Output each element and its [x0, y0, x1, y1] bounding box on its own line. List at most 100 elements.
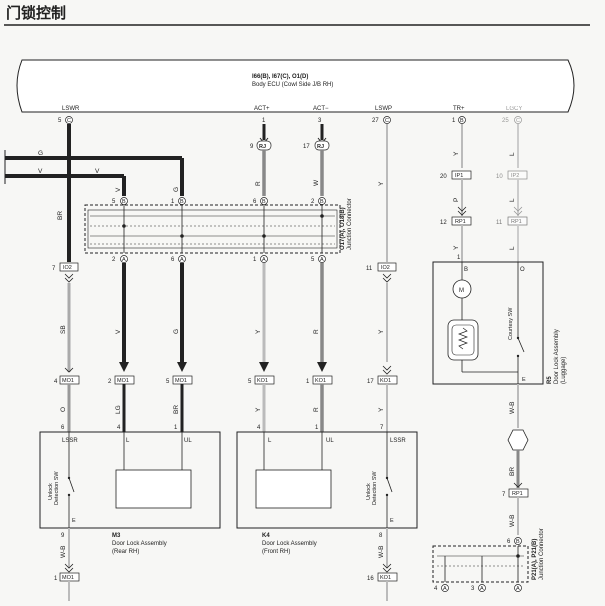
rj-tag-9: 9 RJ [250, 140, 272, 151]
svg-text:KO1: KO1 [380, 378, 391, 384]
ecu-pin-lswp: LSWP 27 C [372, 106, 392, 124]
svg-text:7: 7 [52, 266, 56, 272]
io2-tag-11: 11 IO2 [366, 262, 397, 283]
page-title: 门锁控制 [6, 4, 66, 22]
wire-color-sb: SB [60, 325, 67, 334]
svg-text:RJ: RJ [259, 144, 266, 150]
r5-splice [507, 429, 529, 451]
jc-top-label2: Junction Connector [347, 198, 353, 250]
wire-color-lg: LG [115, 405, 122, 414]
ecu-pin-trp: TR+ 1 B [452, 106, 466, 124]
mo1-tag-4: 4 MO1 [54, 375, 80, 385]
wire-color-l-mid: L [509, 198, 516, 202]
wire-color-v1: V [38, 168, 43, 175]
svg-text:E: E [522, 377, 526, 383]
svg-text:W-B: W-B [378, 545, 385, 558]
svg-text:1: 1 [315, 425, 319, 431]
wire-color-g-lower: G [173, 329, 180, 334]
svg-text:MO1: MO1 [62, 378, 74, 384]
wire-color-g-upper: G [173, 187, 180, 192]
svg-text:27: 27 [372, 118, 379, 124]
m3-code: M3 [112, 533, 121, 539]
io2-tag-7: 7 IO2 [52, 262, 79, 283]
svg-text:1: 1 [253, 257, 257, 263]
svg-text:16: 16 [367, 576, 374, 582]
wire-color-o: O [60, 407, 67, 412]
jc-top-label1: O17(A), O18(B) [340, 207, 346, 250]
svg-text:6: 6 [171, 257, 175, 263]
body-ecu: I66(B), I67(C), O1(D) Body ECU (Cowl Sid… [16, 59, 575, 113]
svg-text:11: 11 [366, 266, 373, 272]
svg-text:2: 2 [112, 257, 116, 263]
wire-color-y2-lower: Y [378, 329, 385, 334]
ip-tag-20: 20 IP1 [440, 170, 472, 180]
m3-ground: 9 W-B 1 MO1 [54, 528, 80, 601]
svg-text:B: B [320, 199, 324, 205]
p21-label2: Junction Connector [539, 528, 545, 580]
courtesy-sw-label: Courtesy SW [508, 307, 514, 340]
svg-text:A: A [443, 586, 447, 592]
ko1-tag-17: 17 KO1 [367, 375, 398, 385]
svg-text:A: A [180, 257, 184, 263]
svg-text:MO1: MO1 [175, 378, 187, 384]
ecu-pin-actm: ACT− 3 [313, 106, 329, 124]
svg-text:5: 5 [248, 379, 252, 385]
svg-text:10: 10 [496, 174, 503, 180]
svg-text:C: C [516, 118, 520, 124]
svg-text:A: A [262, 257, 266, 263]
svg-text:5: 5 [58, 118, 62, 124]
svg-text:IP2: IP2 [511, 173, 519, 179]
svg-text:IP1: IP1 [455, 173, 463, 179]
svg-text:LSWP: LSWP [375, 106, 392, 112]
svg-text:3: 3 [318, 118, 322, 124]
svg-text:5: 5 [166, 379, 170, 385]
svg-text:1: 1 [306, 379, 310, 385]
svg-text:1: 1 [457, 255, 461, 261]
svg-text:1: 1 [452, 118, 456, 124]
ecu-connectors: I66(B), I67(C), O1(D) [252, 74, 308, 80]
mo1-tag-2: 2 MO1 [108, 375, 135, 385]
svg-text:7: 7 [380, 425, 384, 431]
wire-color-y2-bottom: Y [378, 407, 385, 412]
wire-color-r-bottom: R [313, 407, 320, 412]
wire-color-v-upper: V [115, 187, 122, 192]
svg-text:B: B [180, 199, 184, 205]
wire-color-l-upper: L [509, 152, 516, 156]
svg-text:KO1: KO1 [380, 575, 391, 581]
ecu-pin-lswr: LSWR 5 C [58, 106, 80, 124]
svg-text:A: A [480, 586, 484, 592]
svg-text:A: A [122, 257, 126, 263]
svg-text:RP1: RP1 [455, 219, 466, 225]
k4-location: (Front RH) [262, 549, 290, 555]
svg-text:4: 4 [257, 425, 261, 431]
svg-text:1: 1 [54, 576, 58, 582]
svg-text:25: 25 [502, 118, 509, 124]
svg-text:11: 11 [496, 220, 503, 226]
svg-text:20: 20 [440, 174, 447, 180]
mo1-tag-5: 5 MO1 [166, 375, 193, 385]
svg-text:ACT−: ACT− [313, 106, 329, 112]
svg-text:RP1: RP1 [511, 219, 522, 225]
svg-text:C: C [67, 118, 71, 124]
wire-color-v2: V [95, 168, 100, 175]
svg-text:Detection SW: Detection SW [372, 471, 378, 505]
svg-text:KO1: KO1 [315, 378, 326, 384]
svg-text:1: 1 [171, 199, 175, 205]
wire-color-y2-upper: Y [453, 151, 460, 156]
svg-text:B: B [516, 539, 520, 545]
svg-text:2: 2 [108, 379, 112, 385]
rp-tag-12: 12 RP1 [440, 216, 472, 226]
ecu-pin-lgcy: LGCY 25 C [502, 106, 522, 124]
svg-text:12: 12 [440, 220, 447, 226]
wire-color-wb-r5: W-B [509, 401, 516, 414]
svg-text:1: 1 [262, 118, 266, 124]
svg-text:6: 6 [507, 539, 511, 545]
svg-text:MO1: MO1 [62, 575, 74, 581]
junction-connector-bottom: P21(A), P21(B) Junction Connector 4 A 3 … [432, 528, 545, 592]
jc-top-pins: 5 B 1 B 6 B 2 B 2 A 6 A 1 A 5 A [112, 197, 326, 263]
svg-text:6: 6 [61, 425, 65, 431]
wire-color-wb-r5-2: W-B [509, 514, 516, 527]
wire-color-g: G [38, 150, 43, 157]
p21-label1: P21(A), P21(B) [532, 539, 538, 580]
